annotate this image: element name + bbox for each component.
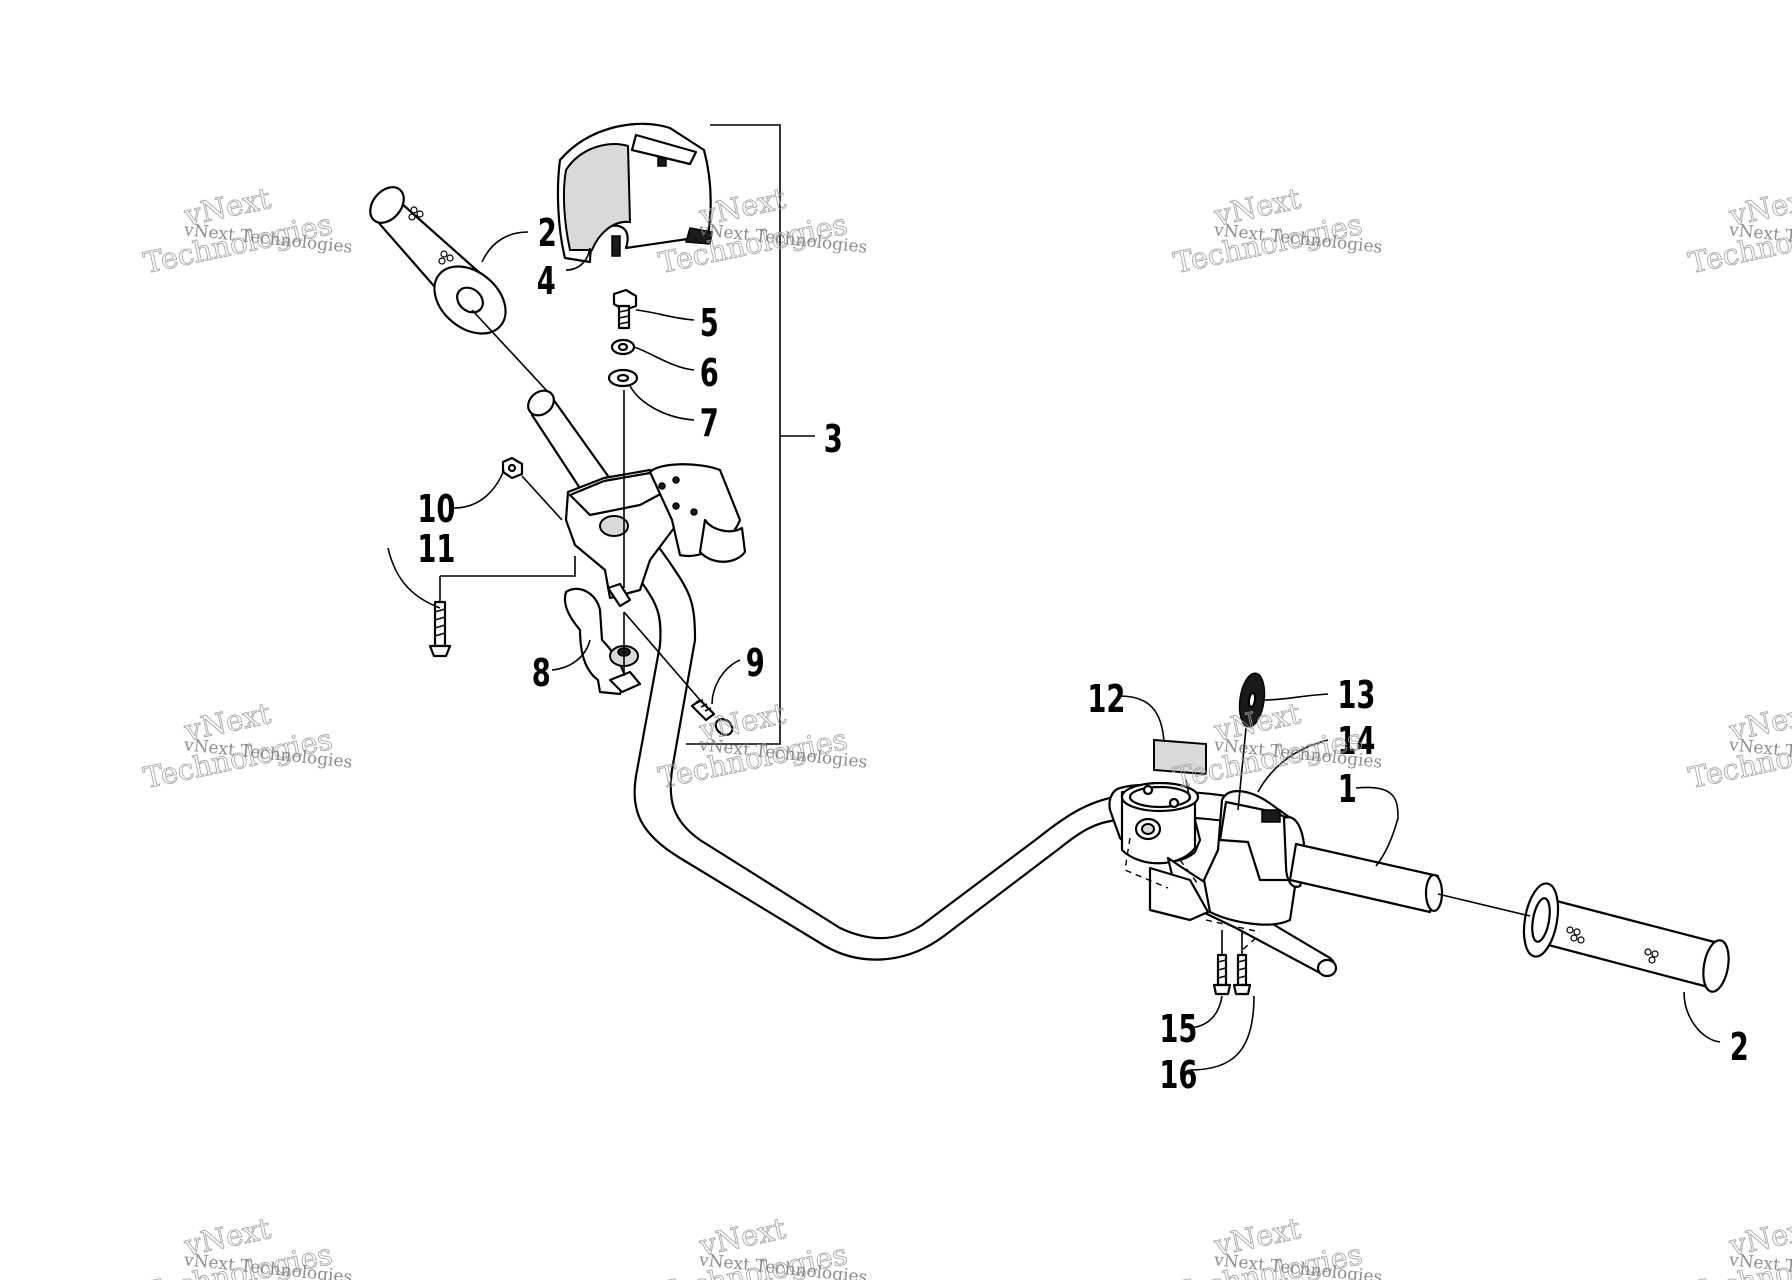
housing-cover (556, 122, 713, 264)
bolt-5 (612, 288, 638, 330)
callout-14: 14 (1337, 718, 1375, 763)
decal-12 (1153, 738, 1207, 776)
leader-lines (387, 124, 1721, 1071)
callout-labels: 2 4 5 6 7 3 10 11 8 9 12 13 14 1 15 16 2 (417, 210, 1748, 1097)
callout-2-left-grip: 2 (538, 210, 557, 255)
grip-sleeve-1 (1288, 842, 1444, 914)
washer-7 (607, 368, 639, 388)
callout-11-screw: 11 (417, 526, 455, 571)
screw-11 (428, 600, 452, 658)
throttle-housing (564, 463, 747, 608)
callout-15-screw: 15 (1159, 1006, 1197, 1051)
throttle-lever-8 (563, 587, 642, 696)
screw-15 (1212, 953, 1232, 996)
assembly-lines (439, 309, 1531, 955)
callout-8-lever: 8 (532, 650, 551, 695)
lock-washer-6 (610, 338, 636, 356)
nut-10 (501, 456, 524, 480)
callout-12-decal: 12 (1087, 676, 1125, 721)
callout-13-washer: 13 (1337, 672, 1375, 717)
handlebar (527, 389, 1252, 961)
callout-16-screw: 16 (1159, 1052, 1197, 1097)
callout-6-lock-washer: 6 (700, 350, 719, 395)
callout-3-assembly: 3 (824, 416, 843, 461)
grip-texture-icon (1566, 926, 1659, 964)
callout-2-right-grip: 2 (1730, 1024, 1749, 1069)
callout-10-nut: 10 (417, 486, 455, 531)
callout-4-cover: 4 (537, 258, 556, 303)
callout-5-bolt: 5 (700, 300, 719, 345)
left-grip (369, 186, 507, 335)
screw-9 (690, 698, 734, 736)
washer-13 (1238, 672, 1266, 728)
callout-7-washer: 7 (700, 400, 719, 445)
screw-16 (1232, 953, 1252, 996)
brake-control-assembly (1108, 781, 1338, 978)
right-grip (1522, 882, 1730, 993)
callout-1-sleeve: 1 (1338, 766, 1357, 811)
grip-texture-icon (408, 206, 454, 265)
callout-9-screw: 9 (746, 640, 765, 685)
